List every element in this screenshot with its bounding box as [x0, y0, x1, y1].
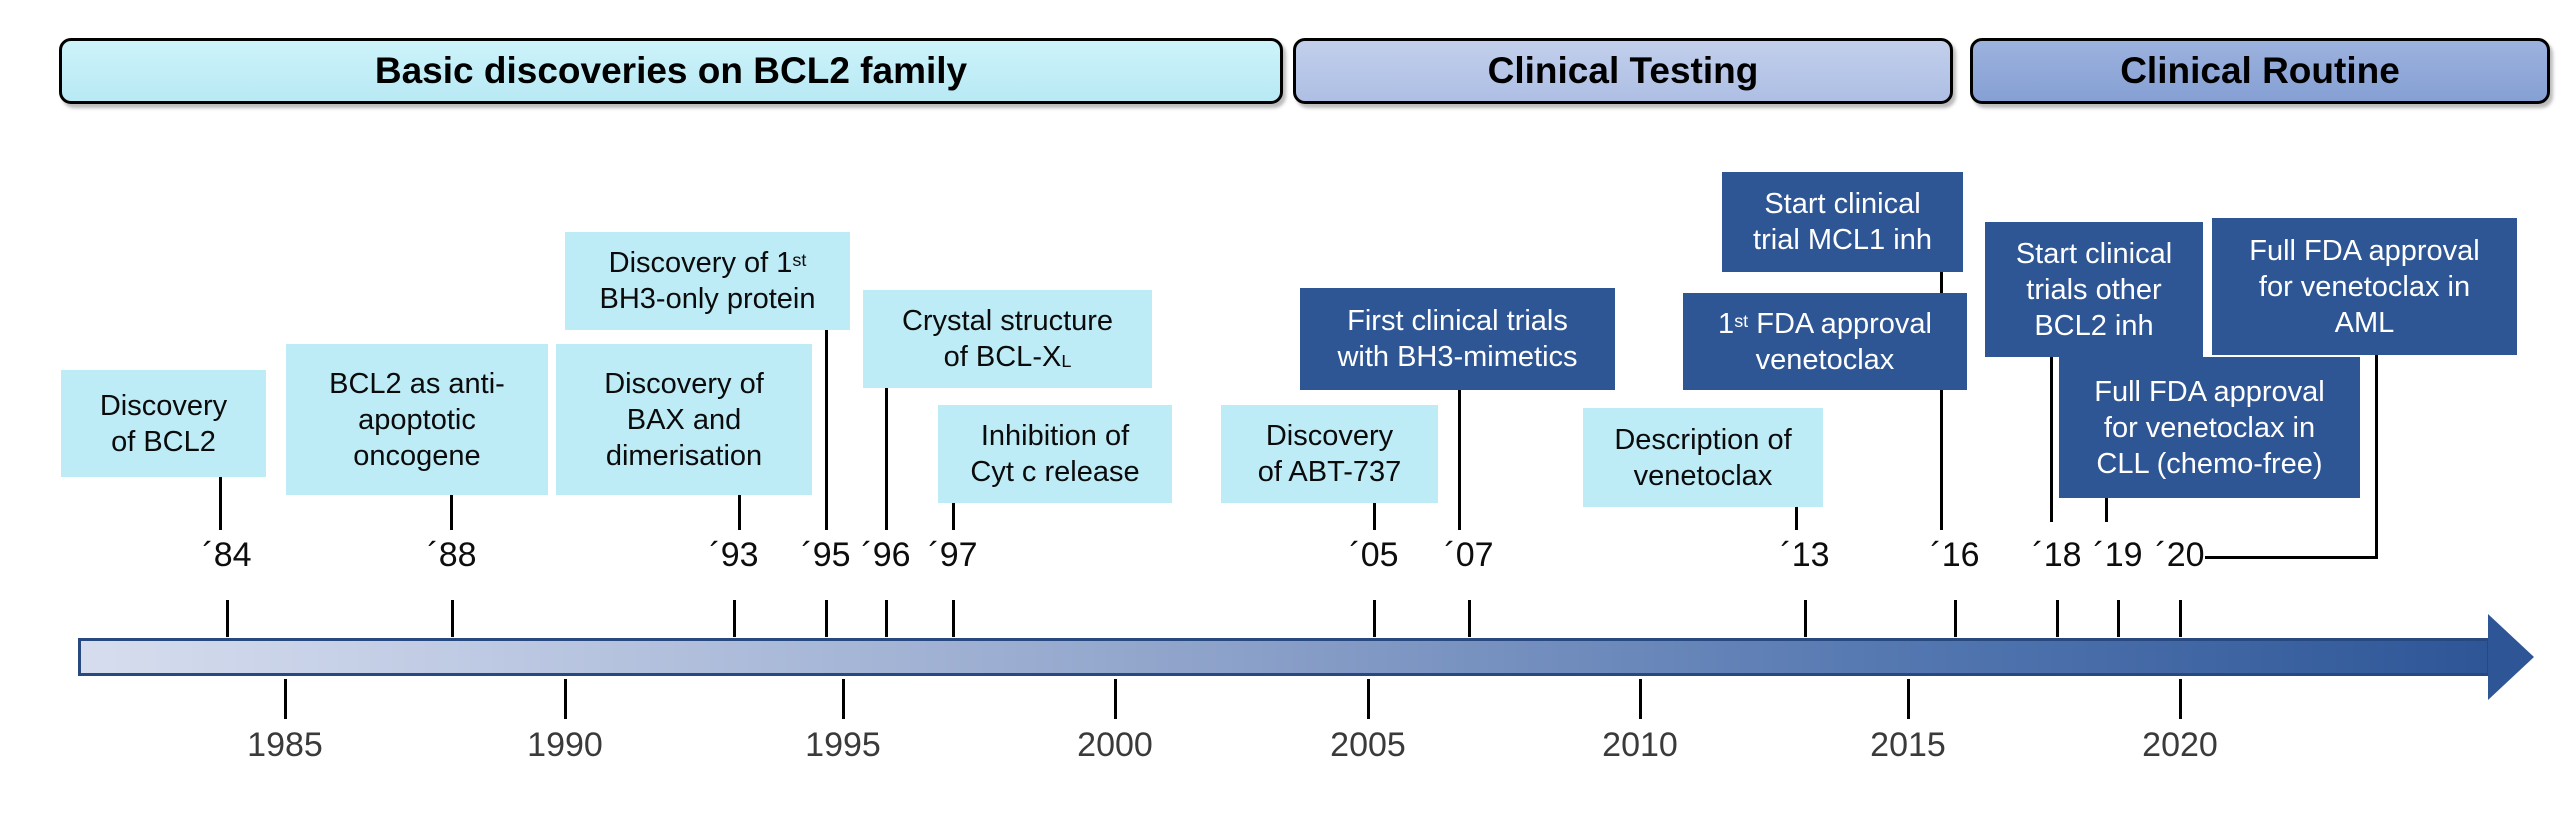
connector-line-93 — [738, 495, 741, 530]
tick-above-19 — [2117, 600, 2120, 637]
event-label: Discovery of BCL2 — [99, 389, 228, 458]
connector-line-88 — [450, 495, 453, 530]
event-label: Discovery of ABT-737 — [1257, 420, 1402, 488]
tick-below-1990 — [564, 679, 567, 719]
event-box-bcl2-antiapoptotic-oncogene: BCL2 as anti- apoptotic oncogene — [286, 344, 548, 495]
event-year-88: ´88 — [427, 536, 477, 574]
tick-below-1985 — [284, 679, 287, 719]
axis-year-2020: 2020 — [2142, 726, 2218, 764]
connector-line-05 — [1373, 503, 1376, 530]
tick-above-20 — [2179, 600, 2182, 637]
event-year-16: ´16 — [1930, 536, 1980, 574]
event-box-description-of-venetoclax: Description of venetoclax — [1583, 408, 1823, 507]
event-year-20: ´20 — [2155, 536, 2205, 574]
event-year-95: ´95 — [801, 536, 851, 574]
event-box-start-clinical-trial-mcl1-inh: Start clinical trial MCL1 inh — [1722, 172, 1963, 272]
tick-above-84 — [226, 600, 229, 637]
tick-above-96 — [885, 600, 888, 637]
timeline-arrowhead — [2488, 614, 2534, 700]
phase-header-basic-discoveries: Basic discoveries on BCL2 family — [59, 38, 1283, 104]
connector-line-20-vertical — [2375, 355, 2378, 559]
tick-above-16 — [1954, 600, 1957, 637]
event-box-discovery-abt-737: Discovery of ABT-737 — [1221, 405, 1438, 503]
event-label: Start clinical trial MCL1 inh — [1753, 188, 1932, 256]
event-year-13: ´13 — [1780, 536, 1830, 574]
event-box-discovery-bax-dimerisation: Discovery of BAX and dimerisation — [556, 344, 812, 495]
event-box-start-clinical-trials-other-bcl2-inh: Start clinical trials other BCL2 inh — [1985, 222, 2203, 357]
connector-line-20-horizontal — [2205, 556, 2378, 559]
event-box-full-fda-approval-cll: Full FDA approval for venetoclax in CLL … — [2059, 357, 2360, 498]
axis-year-1990: 1990 — [527, 726, 603, 764]
event-label: Description of venetoclax — [1614, 423, 1792, 492]
event-year-93: ´93 — [709, 536, 759, 574]
event-label: Inhibition of Cyt c release — [970, 420, 1140, 488]
axis-year-2005: 2005 — [1330, 726, 1406, 764]
event-year-97: ´97 — [928, 536, 978, 574]
tick-above-95 — [825, 600, 828, 637]
axis-year-2000: 2000 — [1077, 726, 1153, 764]
event-label: Discovery of BAX and dimerisation — [604, 367, 764, 472]
event-year-84: ´84 — [202, 536, 252, 574]
connector-line-97 — [952, 503, 955, 530]
axis-year-1995: 1995 — [805, 726, 881, 764]
connector-line-19 — [2105, 498, 2108, 522]
connector-line-13 — [1795, 507, 1798, 530]
phase-header-basic-label: Basic discoveries on BCL2 family — [374, 50, 968, 91]
tick-below-2010 — [1639, 679, 1642, 719]
tick-below-2005 — [1367, 679, 1370, 719]
tick-below-2015 — [1907, 679, 1910, 719]
axis-year-1985: 1985 — [247, 726, 323, 764]
event-year-05: ´05 — [1349, 536, 1399, 574]
event-year-18: ´18 — [2032, 536, 2082, 574]
event-box-inhibition-cyt-c-release: Inhibition of Cyt c release — [938, 405, 1172, 503]
event-year-96: ´96 — [861, 536, 911, 574]
connector-line-18 — [2050, 357, 2053, 522]
tick-above-05 — [1373, 600, 1376, 637]
phase-header-testing-label: Clinical Testing — [1487, 50, 1759, 91]
connector-line-96 — [885, 388, 888, 530]
event-label: First clinical trials with BH3-mimetics — [1337, 305, 1578, 373]
timeline-arrow-bar — [78, 638, 2490, 676]
event-label: BCL2 as anti- apoptotic oncogene — [329, 367, 505, 472]
event-label: Full FDA approval for venetoclax in CLL … — [2094, 375, 2325, 480]
connector-line-84 — [219, 477, 222, 530]
tick-above-88 — [451, 600, 454, 637]
event-year-19: ´19 — [2093, 536, 2143, 574]
event-box-first-clinical-trials-bh3-mimetics: First clinical trials with BH3-mimetics — [1300, 288, 1615, 390]
phase-header-routine-label: Clinical Routine — [2120, 50, 2400, 91]
connector-line-07 — [1458, 390, 1461, 530]
event-box-full-fda-approval-aml: Full FDA approval for venetoclax in AML — [2212, 218, 2517, 355]
event-label: Full FDA approval for venetoclax in AML — [2249, 234, 2480, 339]
tick-below-1995 — [842, 679, 845, 719]
tick-above-93 — [733, 600, 736, 637]
connector-line-16 — [1940, 390, 1943, 530]
event-year-07: ´07 — [1444, 536, 1494, 574]
tick-above-97 — [952, 600, 955, 637]
tick-below-2020 — [2179, 679, 2182, 719]
phase-header-clinical-testing: Clinical Testing — [1293, 38, 1953, 104]
tick-above-18 — [2056, 600, 2059, 637]
event-box-discovery-of-bcl2: Discovery of BCL2 — [61, 370, 266, 477]
tick-below-2000 — [1114, 679, 1117, 719]
axis-year-2010: 2010 — [1602, 726, 1678, 764]
connector-line-mcl1-to-fda — [1940, 272, 1943, 293]
tick-above-13 — [1804, 600, 1807, 637]
event-label: Start clinical trials other BCL2 inh — [2015, 237, 2173, 342]
tick-above-07 — [1468, 600, 1471, 637]
phase-header-clinical-routine: Clinical Routine — [1970, 38, 2550, 104]
connector-line-95 — [825, 330, 828, 530]
axis-year-2015: 2015 — [1870, 726, 1946, 764]
